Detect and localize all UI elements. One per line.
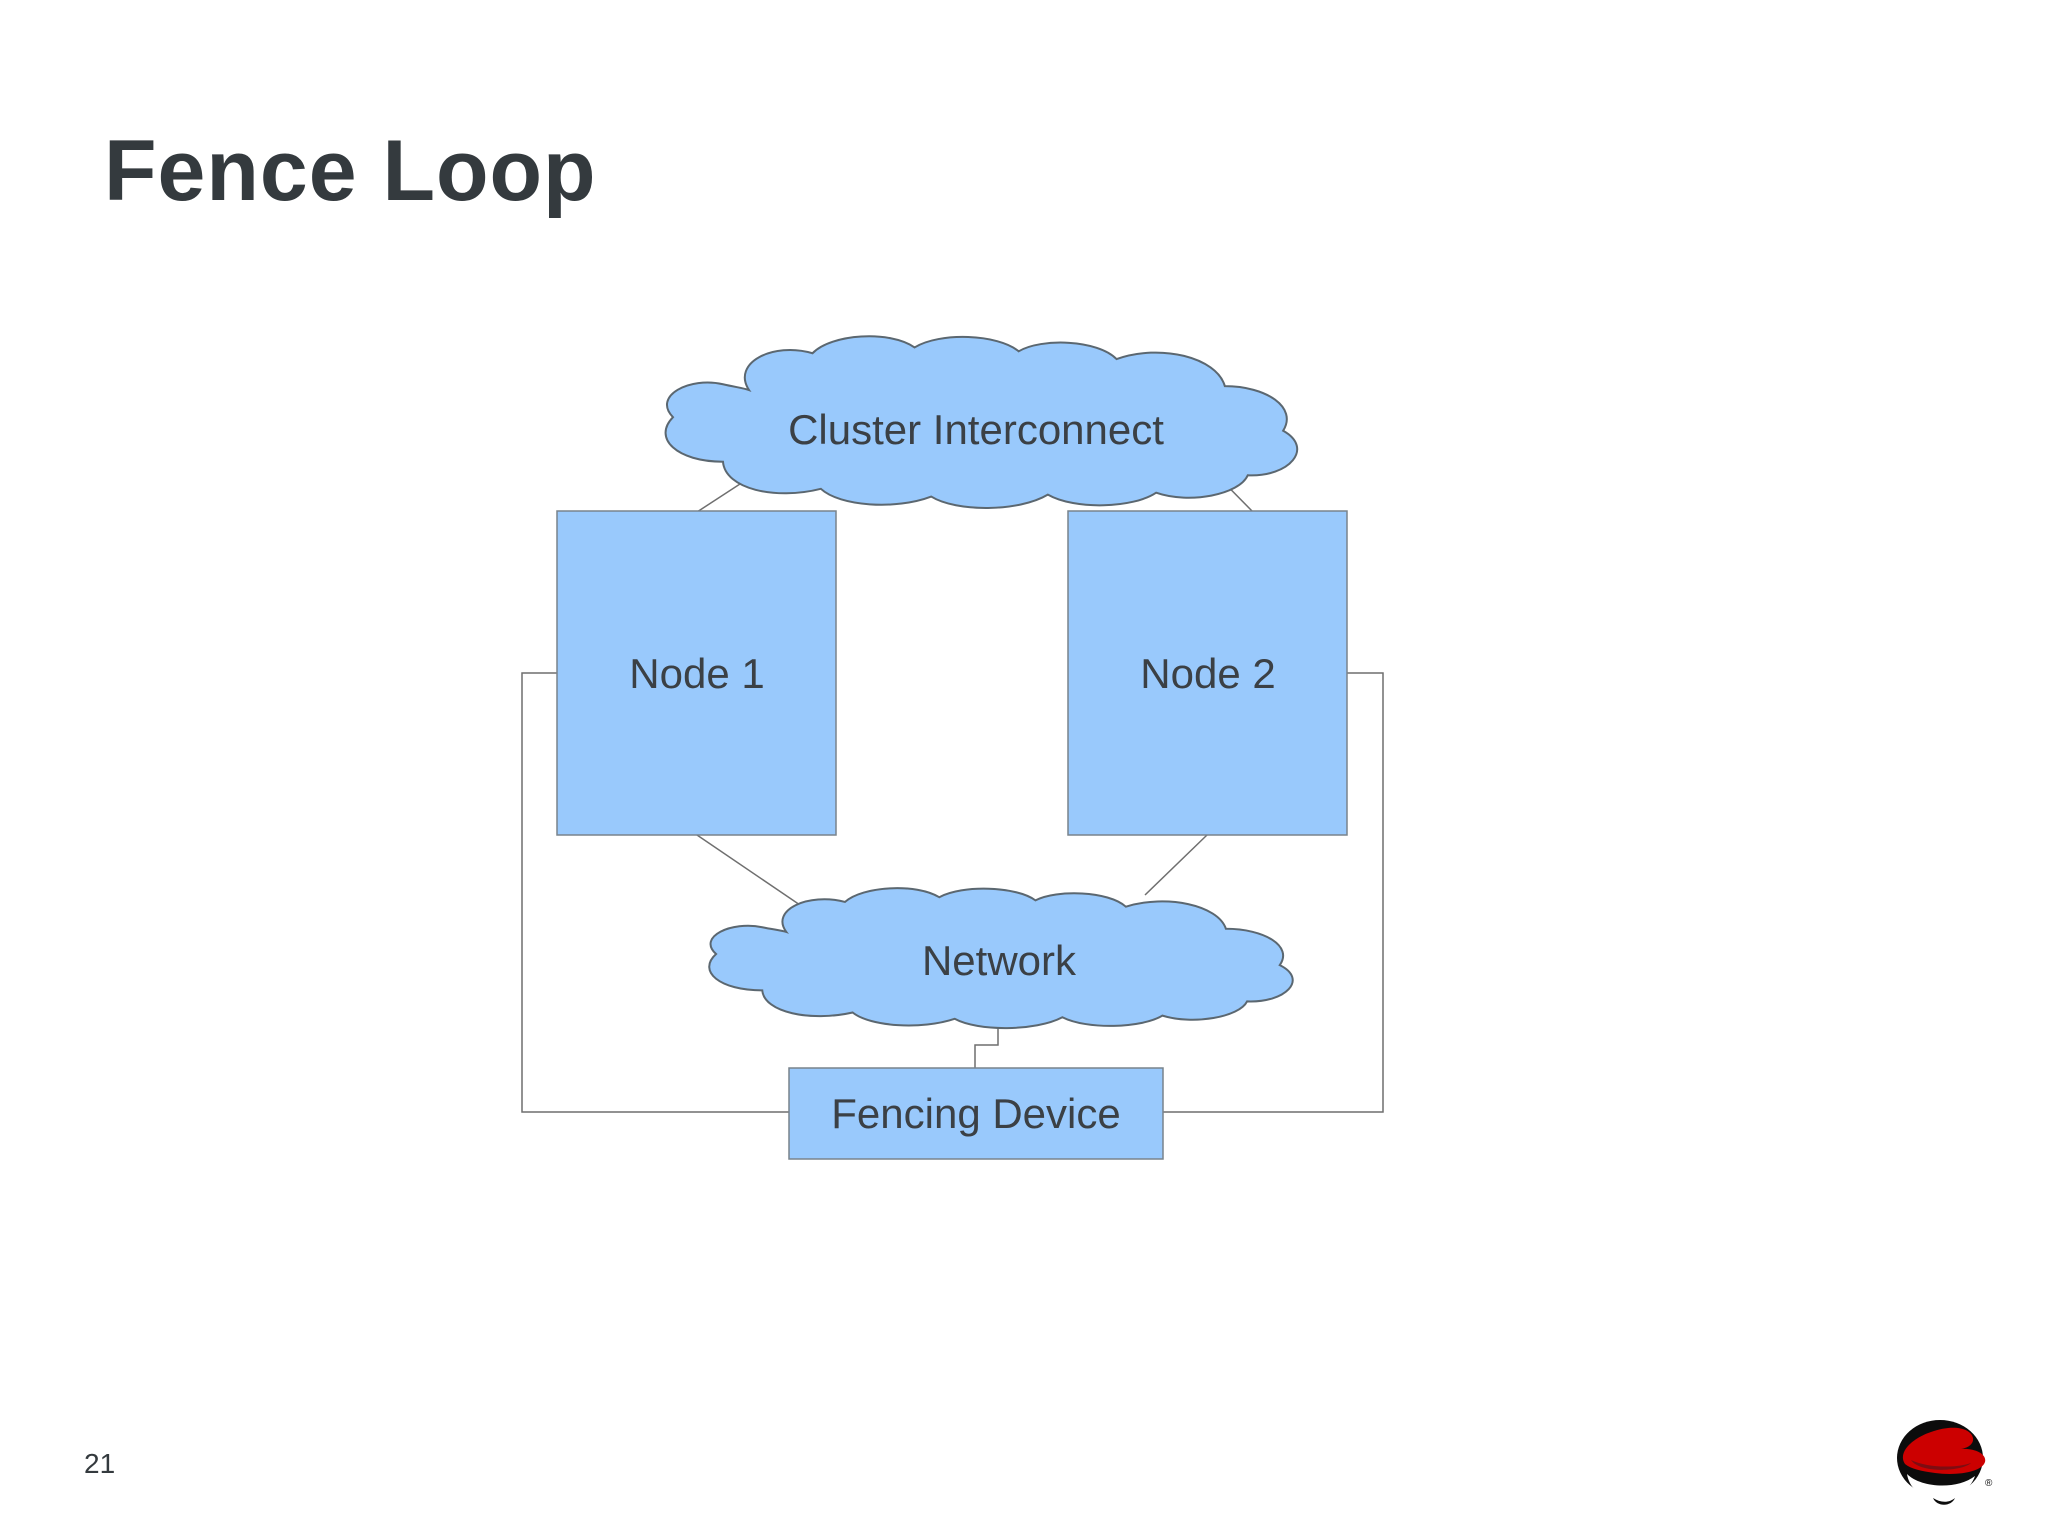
fencing-device-box bbox=[788, 1067, 1164, 1160]
node1-box bbox=[556, 510, 837, 836]
logo-fedora-shape bbox=[1902, 1427, 1986, 1474]
network-label: Network bbox=[921, 937, 1077, 984]
connector-fencing-to-node1-loop bbox=[521, 672, 789, 1113]
connector-node2-to-network bbox=[1144, 834, 1208, 896]
logo-chin-shape bbox=[1933, 1498, 1955, 1505]
redhat-logo-icon: ® bbox=[1897, 1420, 1993, 1505]
registered-trademark-glyph: ® bbox=[1985, 1478, 1993, 1489]
node2-box bbox=[1067, 510, 1348, 836]
logo-fedora-band bbox=[1911, 1460, 1971, 1470]
cluster-interconnect-label: Cluster Interconnect bbox=[788, 406, 1164, 453]
node2-label: Node 2 bbox=[1140, 650, 1276, 697]
page-number: 21 bbox=[84, 1448, 116, 1479]
connector-network-to-fencing bbox=[974, 1018, 999, 1068]
page-title: Fence Loop bbox=[104, 123, 597, 219]
fencing-device-label: Fencing Device bbox=[831, 1090, 1121, 1137]
connector-fencing-to-node2-loop bbox=[1163, 672, 1384, 1113]
node1-label: Node 1 bbox=[629, 650, 765, 697]
connector-node1-to-network bbox=[696, 834, 801, 906]
logo-shadow-highlight bbox=[1907, 1474, 1975, 1500]
